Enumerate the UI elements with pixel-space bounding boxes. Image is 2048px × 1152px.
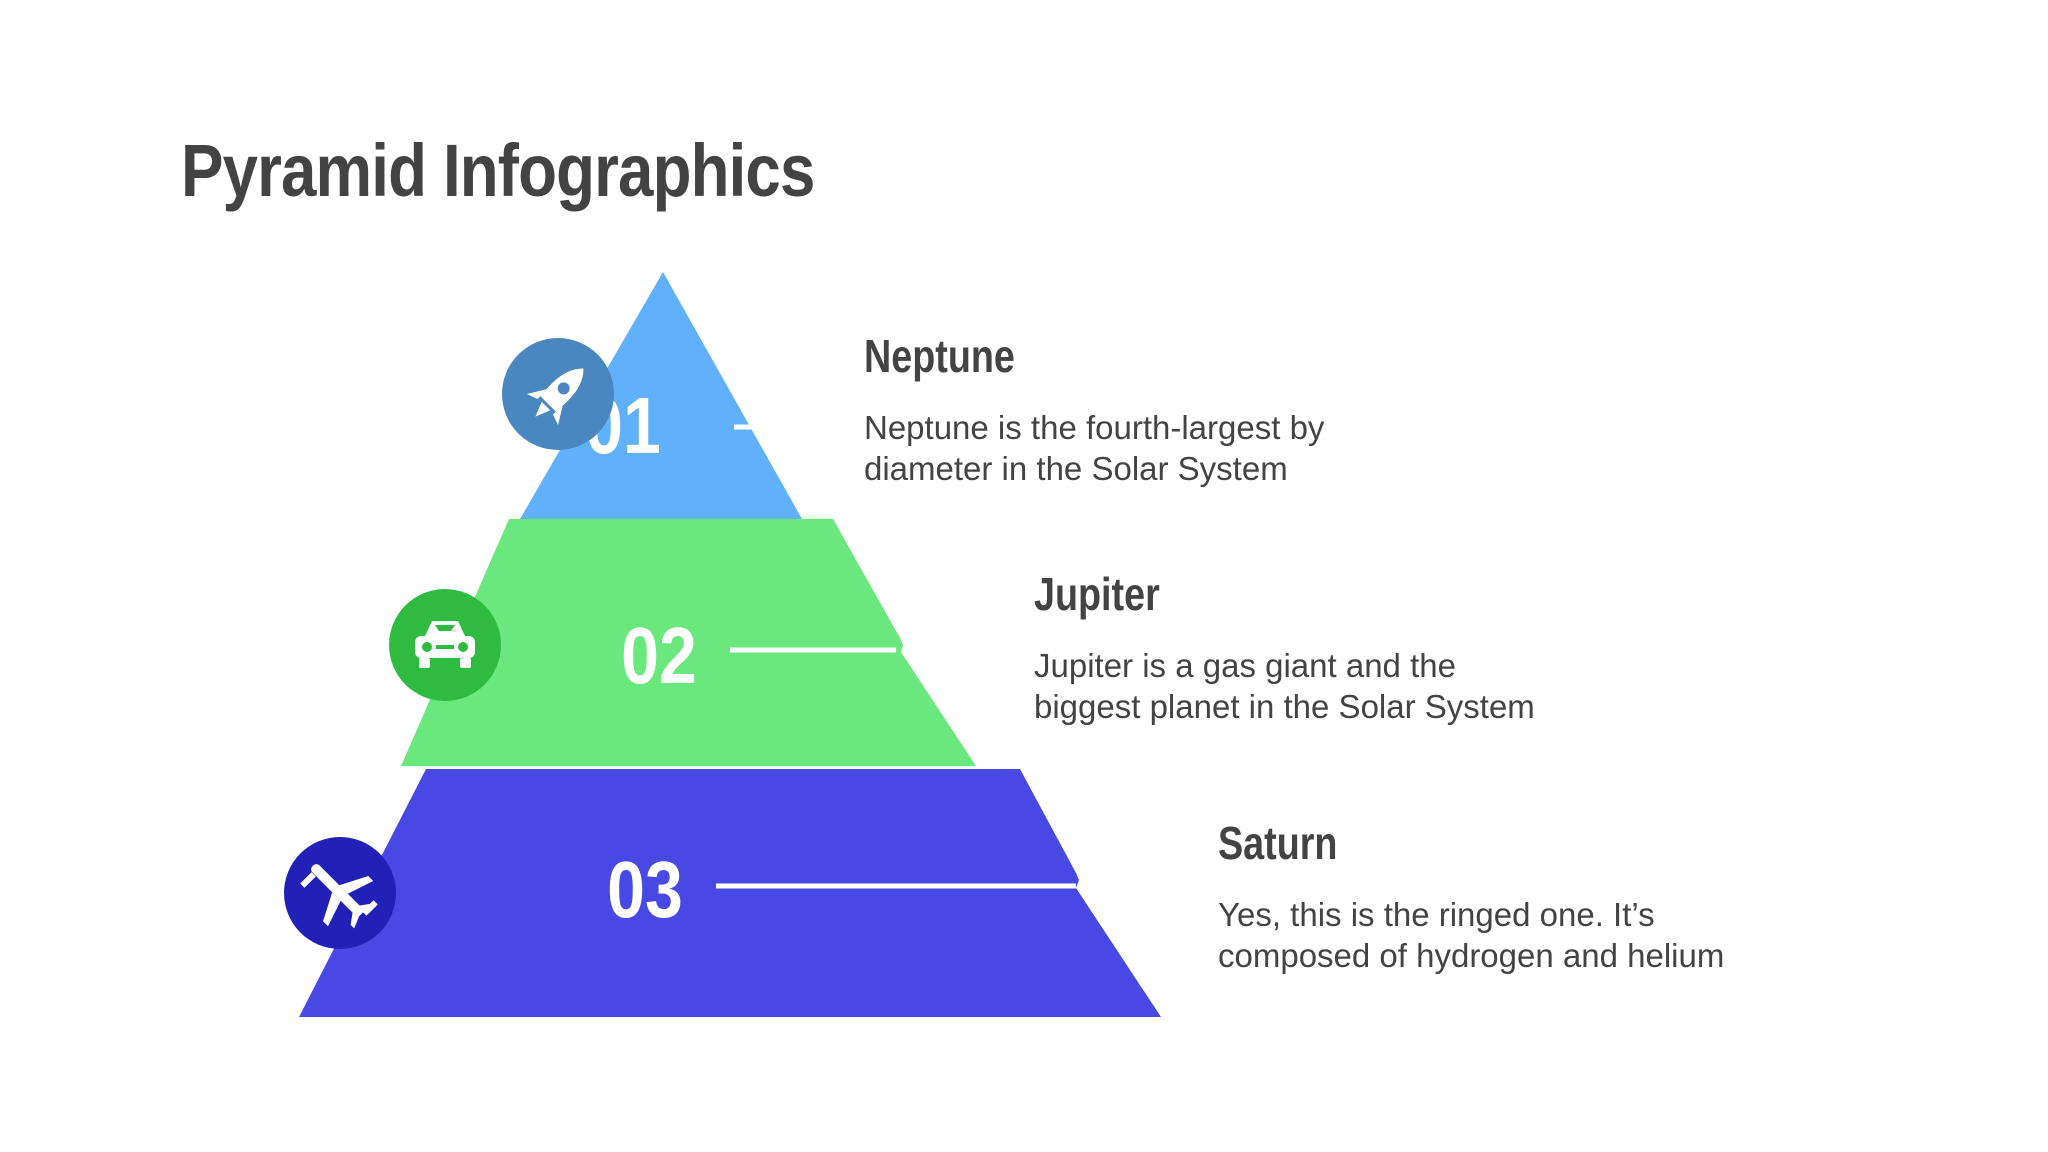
label-text-saturn: Yes, this is the ringed one. It’s compos… [1218,896,1725,974]
label-title-saturn: Saturn [1218,817,1338,869]
label-title-neptune: Neptune [864,330,1015,382]
pyramid-level-1: 01 [502,272,802,519]
label-text-neptune: Neptune is the fourth-largest by diamete… [864,409,1325,487]
label-neptune: Neptune Neptune is the fourth-largest by… [864,329,1624,489]
pyramid-tier-top [520,272,802,519]
label-title-jupiter: Jupiter [1034,568,1160,620]
pyramid-level-2: 02 [389,519,976,766]
pyramid-tier-bottom [299,769,1161,1017]
level-number-3: 03 [607,845,683,934]
rocket-icon [502,338,614,450]
label-saturn: Saturn Yes, this is the ringed one. It’s… [1218,816,1978,976]
airplane-icon [284,837,396,949]
label-text-jupiter: Jupiter is a gas giant and the biggest p… [1034,647,1535,725]
level-number-2: 02 [621,611,697,700]
label-jupiter: Jupiter Jupiter is a gas giant and the b… [1034,567,1794,727]
slide-title: Pyramid Infographics [181,129,815,212]
pyramid-level-3: 03 [284,769,1161,1017]
pyramid-tier-middle [401,519,976,766]
car-icon [389,589,501,701]
